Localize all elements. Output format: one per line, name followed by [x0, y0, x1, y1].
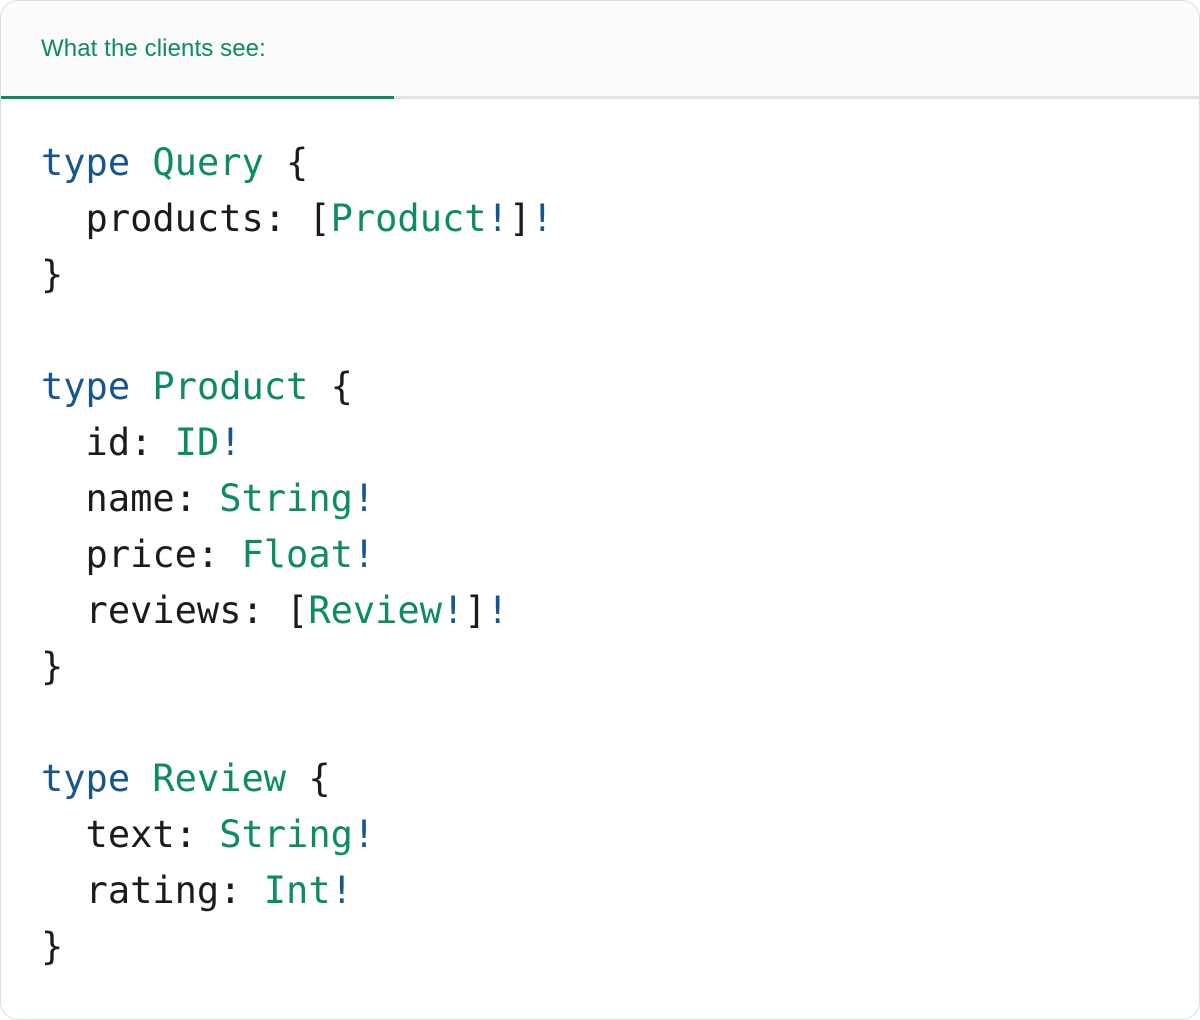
- code-token: [241, 869, 263, 912]
- code-token: [152, 421, 174, 464]
- code-area: type Query { products: [Product!]!}​type…: [1, 99, 1199, 975]
- code-token: }: [41, 645, 64, 688]
- code-line: reviews: [Review!]!: [41, 583, 1199, 639]
- code-token: !: [352, 533, 376, 576]
- tab-what-the-clients-see[interactable]: What the clients see:: [1, 1, 394, 99]
- code-token: type: [41, 757, 153, 800]
- code-token: !: [486, 589, 509, 632]
- code-token: price:: [41, 533, 220, 576]
- code-token: {: [308, 365, 353, 408]
- code-token: products:: [41, 197, 287, 240]
- code-token: [: [263, 589, 309, 632]
- code-token: !: [352, 477, 376, 520]
- code-token: [197, 813, 219, 856]
- code-line: }: [41, 639, 1199, 695]
- code-line: type Review {: [41, 751, 1199, 807]
- code-token: type: [41, 141, 153, 184]
- code-line: id: ID!: [41, 415, 1199, 471]
- code-token: Product: [152, 365, 309, 408]
- code-token: name:: [41, 477, 197, 520]
- code-token: {: [263, 141, 309, 184]
- code-token: !: [486, 197, 509, 240]
- code-line: }: [41, 247, 1199, 303]
- code-line: type Query {: [41, 135, 1199, 191]
- graphql-schema-code: type Query { products: [Product!]!}​type…: [41, 135, 1199, 975]
- code-token: !: [352, 813, 376, 856]
- tab-label: What the clients see:: [41, 34, 266, 62]
- code-token: id:: [41, 421, 153, 464]
- code-line: rating: Int!: [41, 863, 1199, 919]
- code-token: Int: [263, 869, 331, 912]
- tab-bar: What the clients see:: [1, 1, 1199, 99]
- code-token: ]: [464, 589, 487, 632]
- code-line: name: String!: [41, 471, 1199, 527]
- code-token: [219, 533, 241, 576]
- code-token: !: [531, 197, 554, 240]
- code-line: products: [Product!]!: [41, 191, 1199, 247]
- code-line: type Product {: [41, 359, 1199, 415]
- code-token: type: [41, 365, 153, 408]
- code-token: Float: [241, 533, 353, 576]
- code-token: {: [286, 757, 331, 800]
- code-token: Review: [308, 589, 442, 632]
- code-token: ]: [508, 197, 532, 240]
- code-token: !: [219, 421, 242, 464]
- code-line: }: [41, 919, 1199, 975]
- code-token: [197, 477, 219, 520]
- code-token: !: [330, 869, 353, 912]
- code-token: ID: [174, 421, 220, 464]
- code-token: [: [286, 197, 331, 240]
- code-token: rating:: [41, 869, 242, 912]
- code-token: !: [441, 589, 465, 632]
- code-token: String: [219, 477, 353, 520]
- code-token: text:: [41, 813, 197, 856]
- code-line: ​: [41, 303, 1199, 359]
- code-token: Product: [330, 197, 487, 240]
- code-line: price: Float!: [41, 527, 1199, 583]
- code-line: text: String!: [41, 807, 1199, 863]
- code-token: String: [219, 813, 353, 856]
- code-token: }: [41, 925, 64, 968]
- code-token: reviews:: [41, 589, 264, 632]
- code-token: Review: [152, 757, 287, 800]
- code-token: Query: [152, 141, 264, 184]
- code-token: }: [41, 253, 64, 296]
- code-line: ​: [41, 695, 1199, 751]
